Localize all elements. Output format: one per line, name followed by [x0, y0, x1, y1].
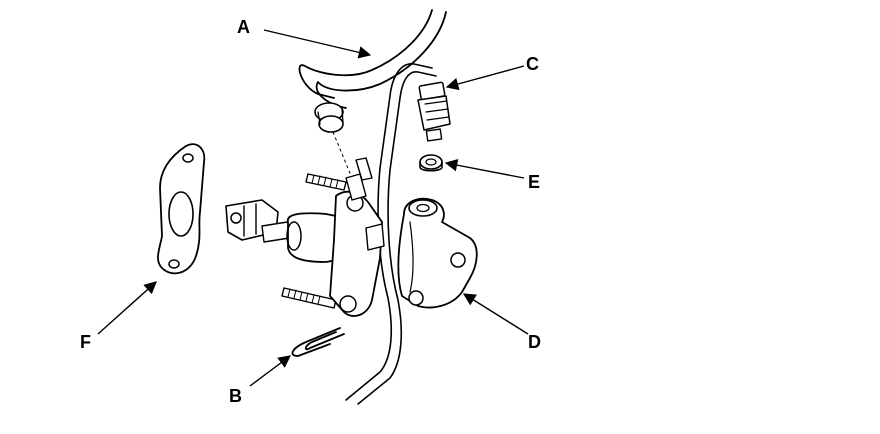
slave-cylinder [225, 157, 385, 317]
part-c-flare-nut [417, 81, 451, 142]
leader-a [263, 29, 372, 59]
leader-e [444, 158, 525, 179]
part-e-washer [419, 154, 443, 172]
callout-e: E [528, 172, 540, 192]
part-f-gasket [157, 143, 206, 275]
part-b-clip [291, 327, 345, 357]
part-a-hose [298, 9, 447, 133]
leader-lines [97, 29, 529, 387]
callout-b: B [229, 386, 242, 406]
callout-c: C [526, 54, 539, 74]
leader-d [462, 293, 529, 335]
callout-a: A [237, 17, 250, 37]
leader-c [445, 65, 525, 91]
leader-b [249, 355, 292, 387]
callout-f: F [80, 332, 91, 352]
callout-d: D [528, 332, 541, 352]
leader-f [97, 281, 157, 335]
part-d-damper [397, 197, 478, 309]
